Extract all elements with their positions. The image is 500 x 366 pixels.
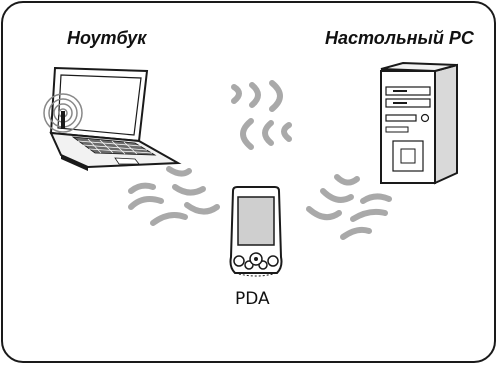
- diagram-frame: Ноутбук Настольный PC PDA: [1, 1, 496, 363]
- laptop-icon: [49, 66, 182, 171]
- wireless-wave-icon: [128, 166, 220, 226]
- pda-label: PDA: [235, 289, 270, 309]
- desktop-label: Настольный PC: [325, 28, 474, 48]
- wireless-wave-icon: [306, 174, 392, 240]
- wireless-wave-icon: [240, 118, 292, 150]
- wireless-wave-icon: [231, 80, 283, 112]
- laptop-label: Ноутбук: [67, 28, 147, 48]
- wireless-signal-icon: [43, 93, 83, 133]
- pda-icon: [229, 186, 283, 277]
- desktop-tower-icon: [380, 61, 458, 185]
